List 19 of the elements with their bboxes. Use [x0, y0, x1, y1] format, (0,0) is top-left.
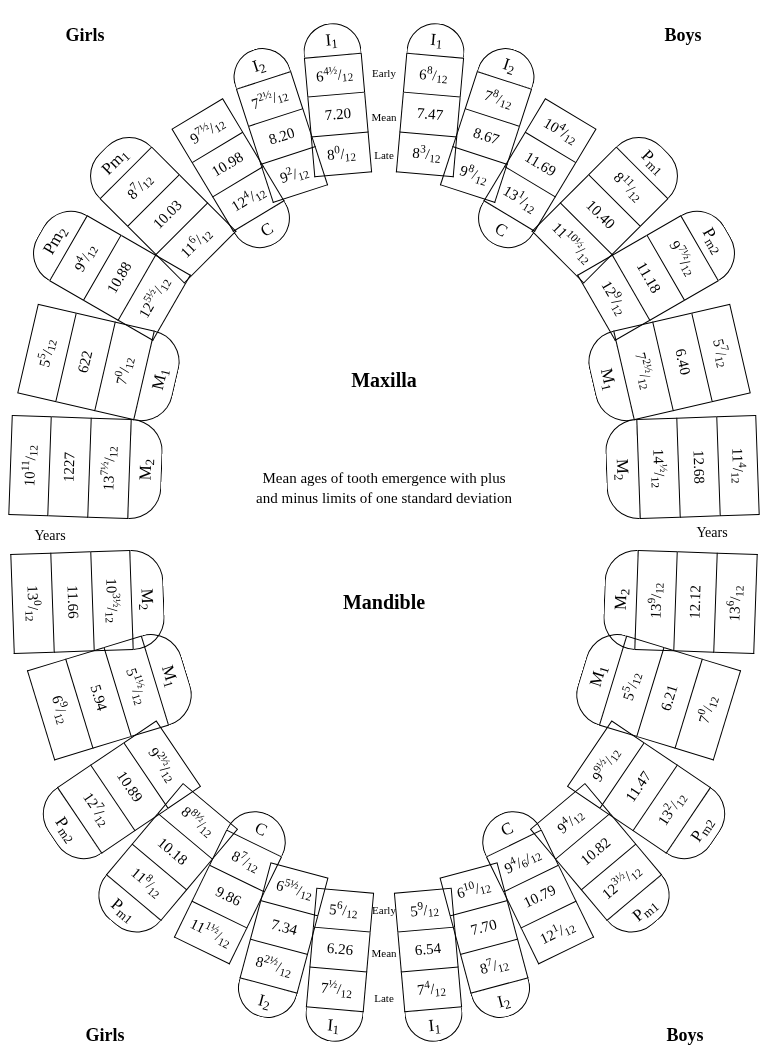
group-label: Boys [666, 1023, 704, 1047]
group-label: Girls [85, 1023, 125, 1047]
tooth-column [8, 414, 164, 521]
row-label: Early [372, 902, 396, 918]
unit-label: Years [696, 523, 728, 542]
row-label: Late [374, 990, 394, 1006]
tooth-column [602, 548, 758, 655]
unit-label: Years [34, 526, 66, 545]
row-label: Early [372, 65, 396, 81]
group-label: Girls [65, 23, 105, 47]
row-label: Mean [371, 945, 397, 961]
caption: Mean ages of tooth emergence with plus and minus limits of one standard deviation [255, 469, 513, 508]
jaw-label: Maxilla [351, 368, 417, 393]
tooth-column [10, 548, 166, 655]
group-label: Boys [664, 23, 702, 47]
row-label: Mean [371, 109, 397, 125]
jaw-label: Mandible [342, 590, 426, 615]
row-label: Late [374, 147, 394, 163]
tooth-column [604, 414, 760, 521]
